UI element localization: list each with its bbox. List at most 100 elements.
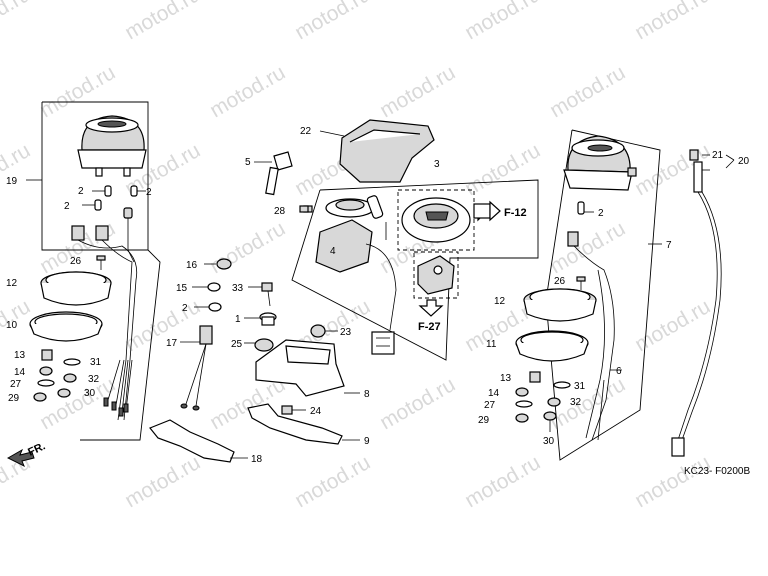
callout-22: 22 xyxy=(300,126,312,137)
callout-21: 21 xyxy=(712,150,724,161)
watermark-text: motod.ru xyxy=(461,451,544,512)
callout-6: 6 xyxy=(616,366,622,377)
watermark-text: motod.ru xyxy=(376,61,459,122)
ignition-key xyxy=(254,151,293,196)
callout-31: 31 xyxy=(574,381,586,392)
bolt-28 xyxy=(299,205,309,213)
callout-17: 17 xyxy=(166,338,178,349)
callout-29: 29 xyxy=(8,393,20,404)
callout-30: 30 xyxy=(543,436,555,447)
collar-1 xyxy=(244,312,277,326)
watermark-text: motod.ru xyxy=(291,451,374,512)
callout-29: 29 xyxy=(478,415,490,426)
watermark-text: motod.ru xyxy=(631,451,714,512)
handle-cover xyxy=(319,119,435,183)
callout-12: 12 xyxy=(6,278,18,289)
right-small-parts xyxy=(515,371,571,432)
watermark-text: motod.ru xyxy=(121,295,204,356)
right-rings xyxy=(515,288,597,362)
watermark-text: motod.ru xyxy=(206,61,289,122)
left-harness xyxy=(71,218,138,421)
callout-2: 2 xyxy=(182,303,188,314)
callout-12: 12 xyxy=(494,296,506,307)
watermark-text: motod.ru xyxy=(0,139,34,200)
watermark-text: motod.ru xyxy=(631,295,714,356)
front-arrow-icon xyxy=(6,448,35,468)
callout-30: 30 xyxy=(84,388,96,399)
callout-14: 14 xyxy=(14,367,26,378)
callout-9: 9 xyxy=(364,436,370,447)
washer-2 xyxy=(194,302,222,312)
right-meter-frame xyxy=(545,129,661,461)
reference-f12: F-12 xyxy=(504,207,527,219)
left-harness-frame xyxy=(80,249,161,441)
callout-2: 2 xyxy=(598,208,604,219)
watermark-text: motod.ru xyxy=(461,139,544,200)
callout-32: 32 xyxy=(570,397,582,408)
center-ignition-group xyxy=(6,119,539,468)
callout-19: 19 xyxy=(6,176,18,187)
callout-15: 15 xyxy=(176,283,188,294)
callout-11: 11 xyxy=(486,339,497,350)
reference-f27: F-27 xyxy=(418,321,441,333)
callout-18: 18 xyxy=(251,454,263,465)
watermark-text: motod.ru xyxy=(206,217,289,278)
watermark-text: motod.ru xyxy=(376,373,459,434)
callout-4: 4 xyxy=(330,246,336,257)
callout-2: 2 xyxy=(78,186,84,197)
diagram-code: KC23- F0200B xyxy=(684,466,750,477)
lock-bracket xyxy=(413,251,459,317)
callout-27: 27 xyxy=(10,379,22,390)
left-screw-26 xyxy=(96,255,106,270)
callout-16: 16 xyxy=(186,260,198,271)
bracket-9 xyxy=(247,403,360,445)
right-meter-body xyxy=(563,135,637,191)
socket-17 xyxy=(180,325,213,411)
callout-13: 13 xyxy=(500,373,512,384)
callout-28: 28 xyxy=(274,206,286,217)
callout-23: 23 xyxy=(340,327,352,338)
callout-32: 32 xyxy=(88,374,100,385)
callout-31: 31 xyxy=(90,357,102,368)
callout-20: 20 xyxy=(738,156,750,167)
fuel-cap-assembly xyxy=(397,189,501,251)
cushion-25 xyxy=(244,338,274,352)
callout-5: 5 xyxy=(245,157,251,168)
right-meter-group xyxy=(515,129,662,461)
watermark-text: motod.ru xyxy=(291,0,374,44)
callout-24: 24 xyxy=(310,406,322,417)
speedometer-cable xyxy=(671,149,735,457)
watermark-text: motod.ru xyxy=(121,0,204,44)
callout-labels: 19 2 2 2 26 12 10 13 14 27 29 31 32 30 2… xyxy=(6,126,750,465)
callout-27: 27 xyxy=(484,400,496,411)
bracket-18 xyxy=(149,419,248,463)
callout-3: 3 xyxy=(434,159,440,170)
callout-2: 2 xyxy=(64,201,70,212)
ignition-switch xyxy=(303,195,397,355)
nut-24 xyxy=(281,405,306,415)
callout-14: 14 xyxy=(488,388,500,399)
watermark-text: motod.ru xyxy=(0,0,34,44)
bolt-33 xyxy=(248,282,273,307)
right-bulb xyxy=(567,201,615,441)
left-meter-body xyxy=(77,115,147,177)
watermark-text: motod.ru xyxy=(546,61,629,122)
left-rings xyxy=(29,271,112,342)
watermark-text: motod.ru xyxy=(631,0,714,44)
callout-26: 26 xyxy=(70,256,82,267)
callout-26: 26 xyxy=(554,276,566,287)
right-screw-26 xyxy=(576,276,586,290)
watermark-text: motod.ru xyxy=(461,0,544,44)
stay-8 xyxy=(255,339,360,397)
callout-8: 8 xyxy=(364,389,370,400)
left-bulbs xyxy=(82,185,146,219)
watermark-text: motod.ru xyxy=(546,217,629,278)
callout-7: 7 xyxy=(666,240,672,251)
callout-10: 10 xyxy=(6,320,18,331)
callout-33: 33 xyxy=(232,283,244,294)
callout-25: 25 xyxy=(231,339,243,350)
callout-1: 1 xyxy=(235,314,241,325)
watermark-text: motod.ru xyxy=(121,451,204,512)
